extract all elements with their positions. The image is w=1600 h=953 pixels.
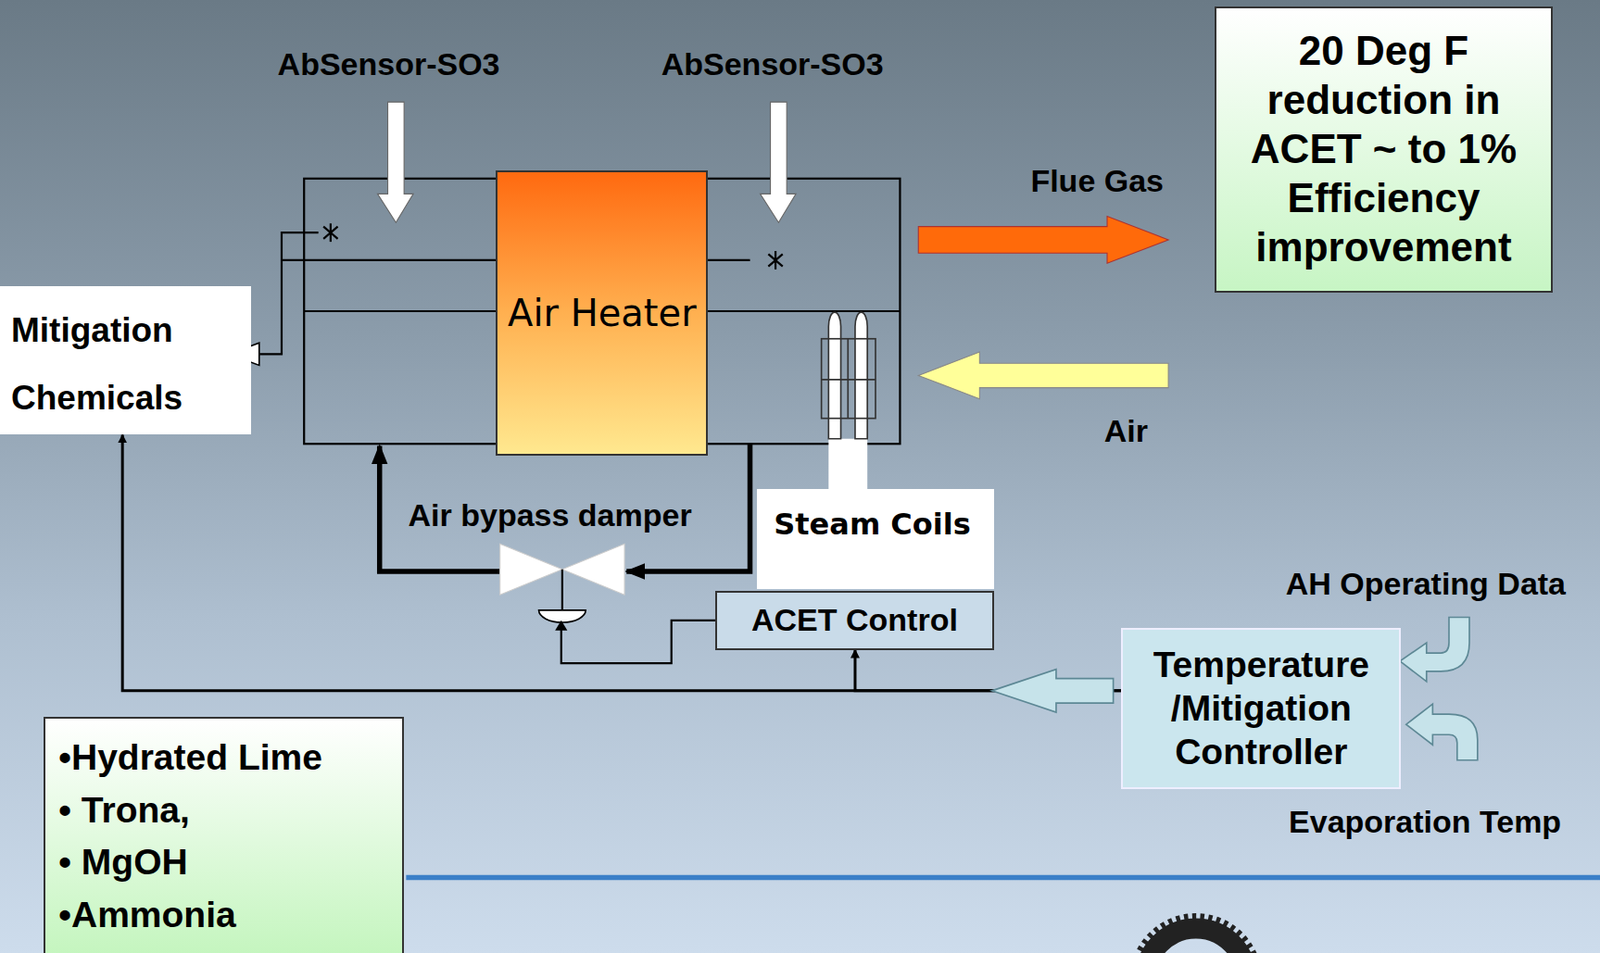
list-item: • MgOH [58, 836, 390, 890]
stream-label: Air [1104, 413, 1148, 450]
node-text: Air Heater [501, 290, 703, 336]
stream-label: Flue Gas [1030, 163, 1164, 200]
steam-coil-symbol [821, 312, 876, 492]
node-text: Temperature /Mitigation Controller [1128, 643, 1394, 774]
note-box: 20 Deg F reduction in ACET ~ to 1% Effic… [1214, 6, 1554, 293]
input-arrow [1406, 704, 1478, 761]
sensor-label: AbSensor-SO3 [277, 46, 501, 83]
signal-line [122, 434, 1122, 691]
flue-gas-arrow [918, 216, 1169, 265]
sensor-arrow [760, 101, 797, 223]
gear-teeth [1133, 916, 1260, 953]
sensor-label: AbSensor-SO3 [661, 46, 884, 83]
sensor-arrow [377, 101, 415, 223]
list-item: •Hydrated Lime [58, 731, 390, 785]
input-label: Evaporation Temp [1288, 804, 1562, 841]
node-text: Mitigation Chemicals [11, 297, 240, 431]
node-text: Steam Coils [773, 505, 978, 545]
bypass-duct [379, 443, 751, 572]
input-label: AH Operating Data [1285, 566, 1566, 603]
list-item: • Trona, [58, 784, 390, 838]
damper-label: Air bypass damper [408, 497, 693, 534]
chemicals-box: Mitigation Chemicals [0, 286, 252, 435]
node-text: 20 Deg F reduction in ACET ~ to 1% Effic… [1223, 26, 1545, 272]
air-arrow [918, 352, 1169, 400]
divider-line [405, 875, 1600, 882]
controller-box: Temperature /Mitigation Controller [1121, 628, 1401, 790]
output-arrow [992, 669, 1114, 713]
control-box: ACET Control [715, 591, 995, 651]
chemical-list-box: •Hydrated Lime• Trona,• MgOH•Ammonia [43, 717, 404, 953]
node-text: ACET Control [720, 601, 989, 640]
damper-symbol [500, 543, 716, 664]
air-heater-box: Air Heater [495, 170, 708, 456]
steam-coils-box: Steam Coils [756, 489, 995, 590]
input-arrow [1399, 617, 1470, 682]
gear-icon [1145, 929, 1248, 953]
list-item: •Ammonia [58, 889, 390, 943]
